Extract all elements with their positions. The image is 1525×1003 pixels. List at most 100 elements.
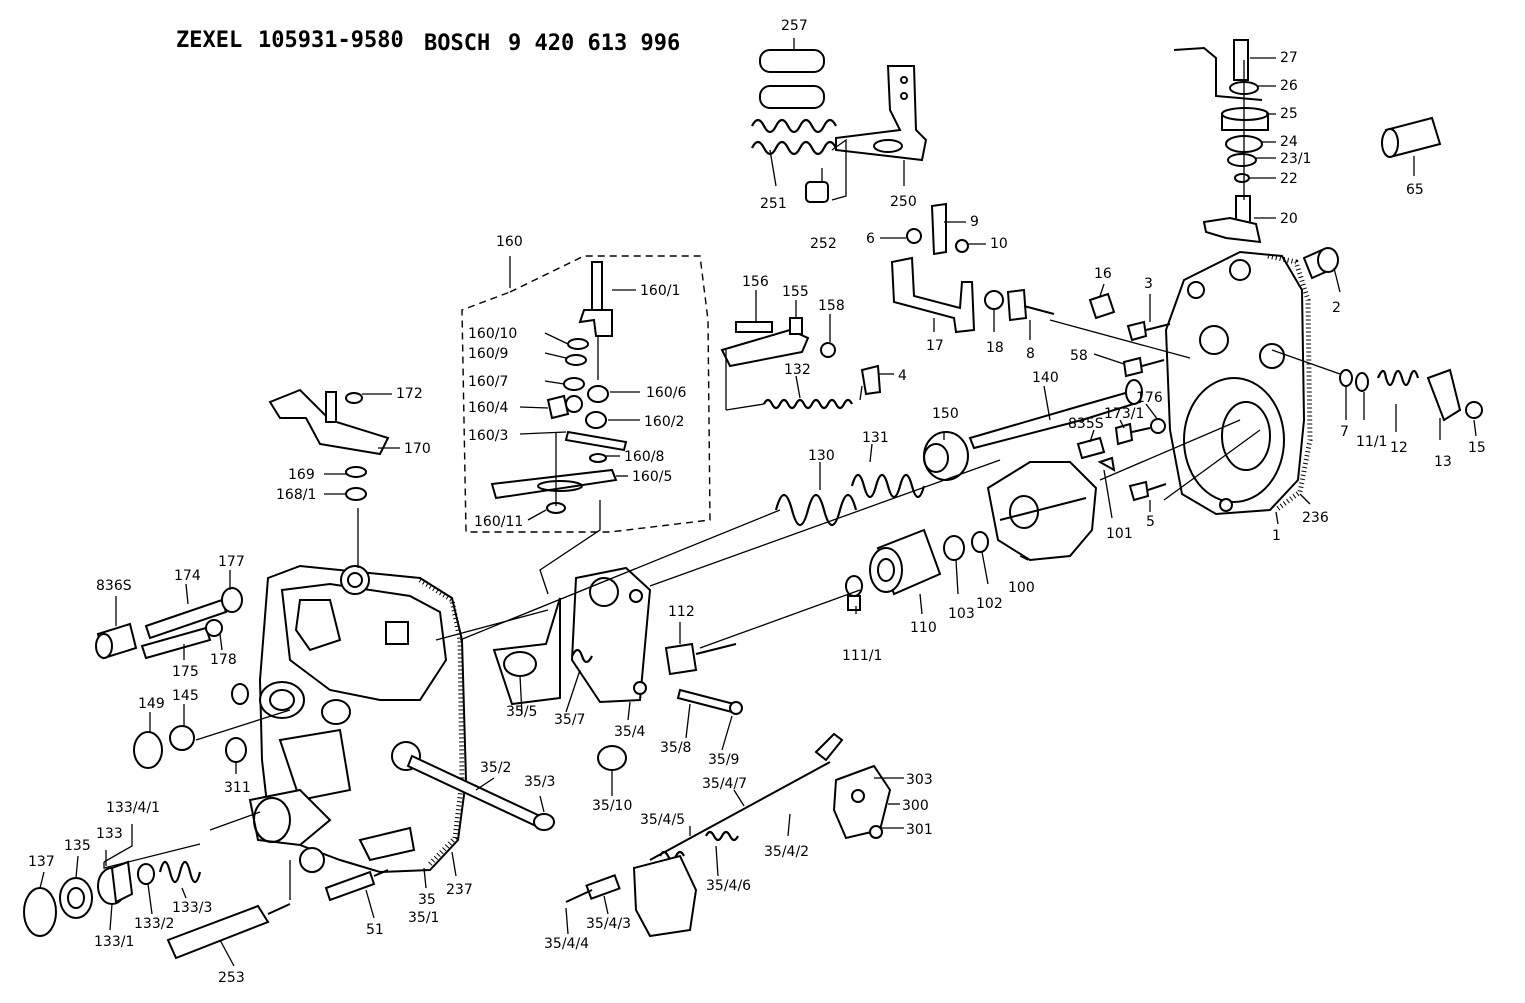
bracket-170 bbox=[268, 388, 390, 456]
callout-311: 311 bbox=[224, 780, 251, 796]
callout-16: 16 bbox=[1094, 266, 1112, 282]
callout-35-10: 35/10 bbox=[592, 798, 632, 814]
callout-35-4-5: 35/4/5 bbox=[640, 812, 685, 828]
cup-150 bbox=[923, 431, 969, 481]
spring-130 bbox=[774, 493, 858, 527]
callout-174: 174 bbox=[174, 568, 201, 584]
callout-301: 301 bbox=[906, 822, 933, 838]
callout-5: 5 bbox=[1146, 514, 1155, 530]
header-part-number-2: 9 420 613 996 bbox=[508, 31, 680, 56]
bolt-16 bbox=[1088, 292, 1116, 320]
callout-158: 158 bbox=[818, 298, 845, 314]
callout-176: 176 bbox=[1136, 390, 1163, 406]
block-112 bbox=[664, 642, 737, 676]
callout-101: 101 bbox=[1106, 526, 1133, 542]
ring-102 bbox=[971, 531, 989, 553]
callout-15: 15 bbox=[1468, 440, 1486, 456]
bolt-3 bbox=[1126, 320, 1171, 342]
shaft-35-2 bbox=[406, 754, 555, 831]
callout-160-1: 160/1 bbox=[640, 283, 680, 299]
callout-237: 237 bbox=[446, 882, 473, 898]
callout-4: 4 bbox=[898, 368, 907, 384]
callout-100: 100 bbox=[1008, 580, 1035, 596]
shaft-20 bbox=[1202, 195, 1262, 244]
callout-133-1: 133/1 bbox=[94, 934, 134, 950]
assembly-160 bbox=[490, 261, 628, 514]
screw-5 bbox=[1128, 480, 1167, 502]
ring-11-1 bbox=[1355, 372, 1369, 392]
callout-160-8: 160/8 bbox=[624, 449, 664, 465]
callout-10: 10 bbox=[990, 236, 1008, 252]
callout-35-4-4: 35/4/4 bbox=[544, 936, 589, 952]
sleeve-65 bbox=[1381, 116, 1442, 158]
callout-251: 251 bbox=[760, 196, 787, 212]
callout-35-8: 35/8 bbox=[660, 740, 691, 756]
washer-23-1 bbox=[1227, 153, 1257, 167]
callout-6: 6 bbox=[866, 231, 875, 247]
callout-65: 65 bbox=[1406, 182, 1424, 198]
callout-149: 149 bbox=[138, 696, 165, 712]
callout-250: 250 bbox=[890, 194, 917, 210]
sleeve-110 bbox=[869, 528, 942, 596]
lever-plate-35-4 bbox=[570, 566, 652, 704]
lever-9 bbox=[906, 202, 969, 256]
callout-8: 8 bbox=[1026, 346, 1035, 362]
callout-13: 13 bbox=[1434, 454, 1452, 470]
callout-130: 130 bbox=[808, 448, 835, 464]
callout-35-9: 35/9 bbox=[708, 752, 739, 768]
callout-7: 7 bbox=[1340, 424, 1349, 440]
callout-18: 18 bbox=[986, 340, 1004, 356]
callout-160-7: 160/7 bbox=[468, 374, 508, 390]
callout-835S: 835S bbox=[1068, 416, 1104, 432]
header-maker-2: BOSCH bbox=[424, 31, 490, 56]
callout-160-11: 160/11 bbox=[474, 514, 523, 530]
ring-311 bbox=[225, 737, 247, 763]
callout-836S: 836S bbox=[96, 578, 132, 594]
callout-2: 2 bbox=[1332, 300, 1341, 316]
plate-13 bbox=[1426, 368, 1462, 422]
callout-178: 178 bbox=[210, 652, 237, 668]
callout-160: 160 bbox=[496, 234, 523, 250]
leader-lines bbox=[39, 38, 1477, 967]
callout-35-1: 35/1 bbox=[408, 910, 439, 926]
washer-133-2 bbox=[137, 863, 155, 885]
bolt-58 bbox=[1122, 356, 1165, 378]
callout-150: 150 bbox=[932, 406, 959, 422]
callout-133-3: 133/3 bbox=[172, 900, 212, 916]
callout-25: 25 bbox=[1280, 106, 1298, 122]
callout-35-4-3: 35/4/3 bbox=[586, 916, 631, 932]
nut-145 bbox=[169, 725, 195, 751]
callout-35-4: 35/4 bbox=[614, 724, 646, 740]
plug-133-1 bbox=[97, 860, 134, 905]
callout-177: 177 bbox=[218, 554, 245, 570]
callout-35-4-6: 35/4/6 bbox=[706, 878, 751, 894]
callout-133-4-1: 133/4/1 bbox=[106, 800, 160, 816]
callout-160-10: 160/10 bbox=[468, 326, 517, 342]
callout-1: 1 bbox=[1272, 528, 1281, 544]
pin-18 bbox=[984, 290, 1004, 310]
washer-103 bbox=[943, 535, 965, 561]
nut-176 bbox=[1150, 418, 1166, 434]
callout-112: 112 bbox=[668, 604, 695, 620]
flyweight-100 bbox=[986, 461, 1098, 562]
callout-35-4-7: 35/4/7 bbox=[702, 776, 747, 792]
callout-labels: 257 251 252 250 27 26 25 24 23/1 22 20 6… bbox=[28, 18, 1486, 986]
callout-11-1: 11/1 bbox=[1356, 434, 1387, 450]
callout-20: 20 bbox=[1280, 211, 1298, 227]
washer-7 bbox=[1339, 369, 1353, 387]
callout-155: 155 bbox=[782, 284, 809, 300]
callout-103: 103 bbox=[948, 606, 975, 622]
bracket-17 bbox=[890, 256, 976, 334]
callout-156: 156 bbox=[742, 274, 769, 290]
cap-137 bbox=[23, 887, 57, 937]
callout-133-2: 133/2 bbox=[134, 916, 174, 932]
callout-173-1: 173/1 bbox=[1104, 406, 1144, 422]
callout-9: 9 bbox=[970, 214, 979, 230]
bolt-836S bbox=[95, 622, 138, 660]
callout-51: 51 bbox=[366, 922, 384, 938]
pump-end-housing bbox=[1164, 250, 1313, 516]
callout-35-2: 35/2 bbox=[480, 760, 511, 776]
callout-257: 257 bbox=[781, 18, 808, 34]
